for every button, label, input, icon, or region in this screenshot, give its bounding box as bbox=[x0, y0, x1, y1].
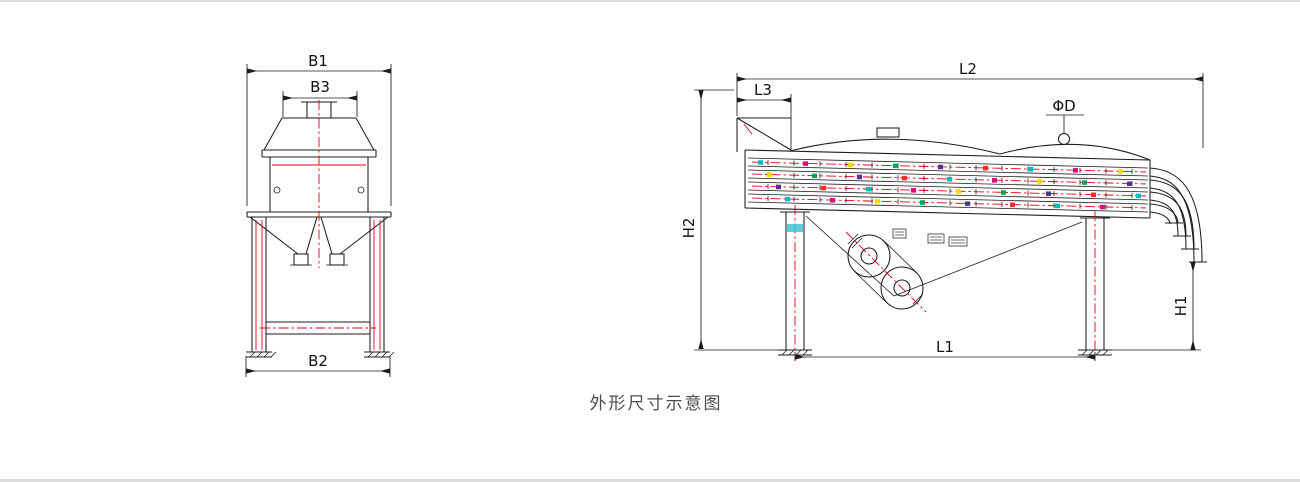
screen-decks bbox=[747, 157, 1149, 213]
dim-b3: B3 bbox=[282, 78, 358, 117]
cross-beam bbox=[260, 321, 376, 335]
v-brace bbox=[805, 215, 1083, 297]
cover-handle bbox=[876, 127, 900, 138]
page-top-border bbox=[0, 0, 1300, 2]
dim-h2-label: H2 bbox=[680, 218, 698, 239]
front-machine-outline bbox=[246, 100, 392, 358]
dim-h1: H1 bbox=[1112, 262, 1201, 351]
dim-h2: H2 bbox=[680, 89, 780, 351]
dim-l1-label: L1 bbox=[936, 338, 954, 356]
feed-inlet-box bbox=[736, 117, 792, 152]
dim-b2: B2 bbox=[245, 352, 391, 377]
cover-arch-right bbox=[999, 143, 1151, 161]
cover-arch-left bbox=[789, 138, 1001, 155]
motor-centerline bbox=[845, 231, 927, 313]
dim-b3-label: B3 bbox=[310, 78, 330, 96]
bolt-hole-right bbox=[357, 186, 365, 194]
screen-body-outline bbox=[744, 127, 1151, 219]
dim-l2-label: L2 bbox=[959, 60, 977, 78]
discharge-chutes bbox=[1149, 167, 1207, 263]
dim-phi-d-label: ΦD bbox=[1052, 97, 1075, 115]
feed-mark bbox=[743, 123, 753, 135]
dim-h1-label: H1 bbox=[1172, 296, 1190, 317]
foot-hatching bbox=[249, 349, 1109, 358]
dim-b1-label: B1 bbox=[308, 52, 328, 70]
dim-l2: L2 bbox=[736, 60, 1204, 148]
dim-b2-label: B2 bbox=[308, 352, 328, 370]
dim-l3: L3 bbox=[737, 81, 792, 150]
discharge-funnels bbox=[249, 216, 389, 266]
front-legs bbox=[251, 217, 385, 352]
side-feet bbox=[778, 349, 1112, 356]
side-view: L2 L3 H2 H1 bbox=[680, 60, 1207, 361]
dim-l3-label: L3 bbox=[754, 81, 772, 99]
outlet-circle bbox=[1057, 132, 1071, 146]
label-plates bbox=[892, 228, 968, 247]
bolt-hole-left bbox=[273, 186, 281, 194]
dim-l1: L1 bbox=[794, 338, 1096, 361]
dim-phi-d: ΦD bbox=[1046, 97, 1084, 146]
drawing-caption: 外形尺寸示意图 bbox=[590, 394, 723, 414]
leg-accent-mark bbox=[787, 224, 803, 232]
vibration-motor bbox=[845, 231, 927, 313]
side-legs bbox=[780, 205, 1110, 358]
front-view: B1 B3 B2 bbox=[245, 52, 392, 377]
page-bottom-border bbox=[0, 479, 1300, 482]
dim-b1: B1 bbox=[246, 52, 392, 206]
